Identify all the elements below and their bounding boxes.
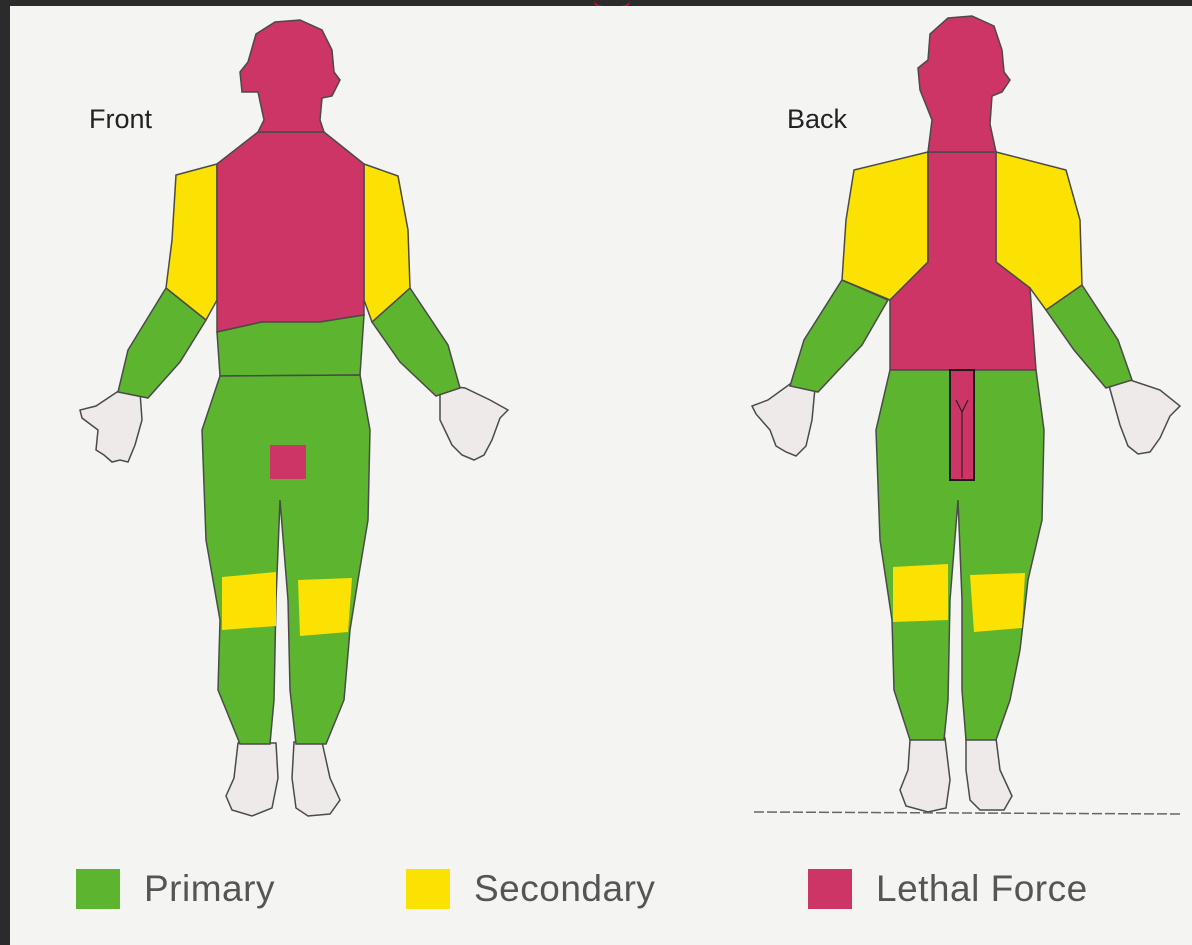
- secondary-label: Secondary: [474, 868, 655, 910]
- back-right-knee: [970, 573, 1025, 632]
- back-left-knee: [893, 564, 948, 622]
- ground-line: [754, 812, 1182, 814]
- primary-label: Primary: [144, 868, 275, 910]
- back-right-foot: [966, 738, 1012, 810]
- legend-primary: Primary: [76, 868, 275, 910]
- back-left-forearm: [790, 280, 888, 392]
- legend-secondary: Secondary: [406, 868, 655, 910]
- lethal-force-label: Lethal Force: [876, 868, 1088, 910]
- back-body-figure: [10, 6, 1192, 945]
- primary-swatch: [76, 869, 120, 909]
- body-target-chart: Front Back: [10, 6, 1192, 945]
- back-head: [918, 16, 1010, 152]
- legend-lethal-force: Lethal Force: [808, 868, 1088, 910]
- back-left-foot: [900, 738, 950, 812]
- back-right-hand: [1108, 380, 1180, 454]
- back-left-hand: [752, 384, 815, 456]
- secondary-swatch: [406, 869, 450, 909]
- lethal-swatch: [808, 869, 852, 909]
